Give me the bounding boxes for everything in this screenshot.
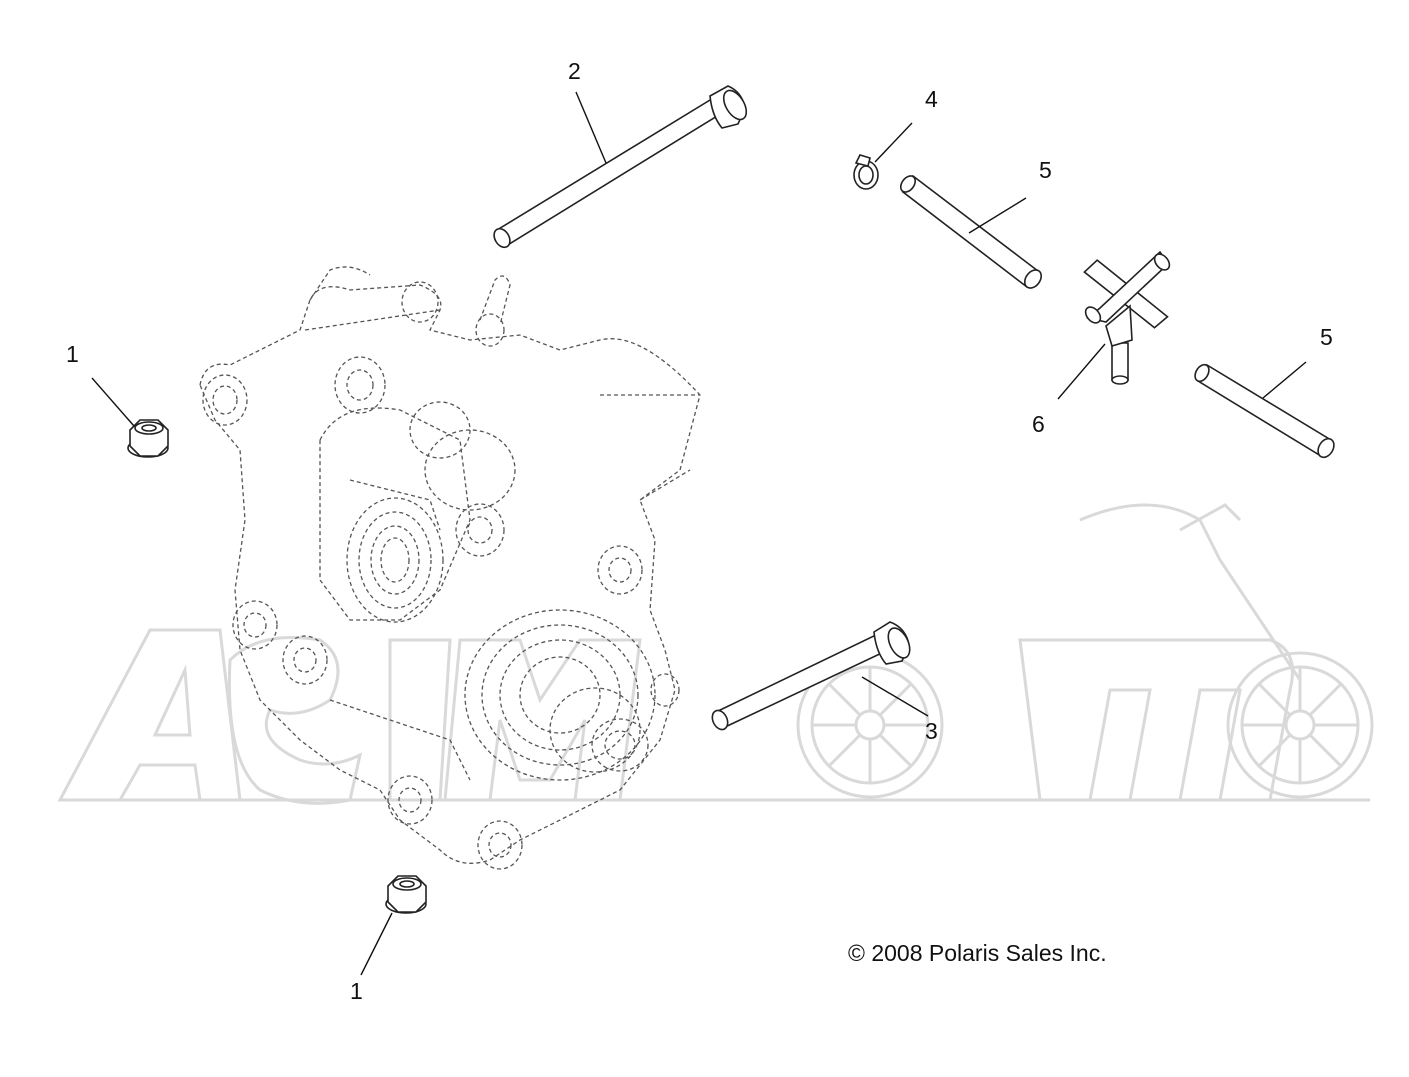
part-tee-fitting	[1083, 250, 1171, 385]
leader-line-1b	[360, 912, 393, 976]
callout-2: 2	[568, 58, 581, 84]
callout-1-upper: 1	[66, 341, 79, 367]
callout-6: 6	[1032, 411, 1045, 437]
part-flange-nut-lower	[385, 875, 427, 914]
leader-lines	[91, 91, 1307, 976]
leader-line-3	[861, 676, 929, 717]
leader-line-5b	[1262, 361, 1307, 399]
part-flange-nut-upper	[127, 419, 169, 458]
leader-line-4	[874, 122, 913, 163]
callout-1-lower: 1	[350, 978, 363, 1004]
callout-5-lower: 5	[1320, 324, 1333, 350]
part-bolt-short	[711, 621, 911, 731]
copyright-notice: © 2008 Polaris Sales Inc.	[848, 940, 1107, 966]
watermark	[57, 503, 1374, 805]
leader-line-6	[1057, 343, 1106, 400]
callout-4: 4	[925, 86, 938, 112]
leader-line-1a	[91, 377, 135, 427]
callout-5-upper: 5	[1039, 157, 1052, 183]
part-hose-lower	[1194, 363, 1335, 459]
part-hose-clamp	[853, 154, 879, 190]
callout-3: 3	[925, 718, 938, 744]
leader-line-5a	[968, 197, 1027, 234]
leader-line-2	[575, 91, 607, 164]
part-bolt-long	[493, 85, 748, 249]
gearcase-housing	[199, 266, 701, 870]
